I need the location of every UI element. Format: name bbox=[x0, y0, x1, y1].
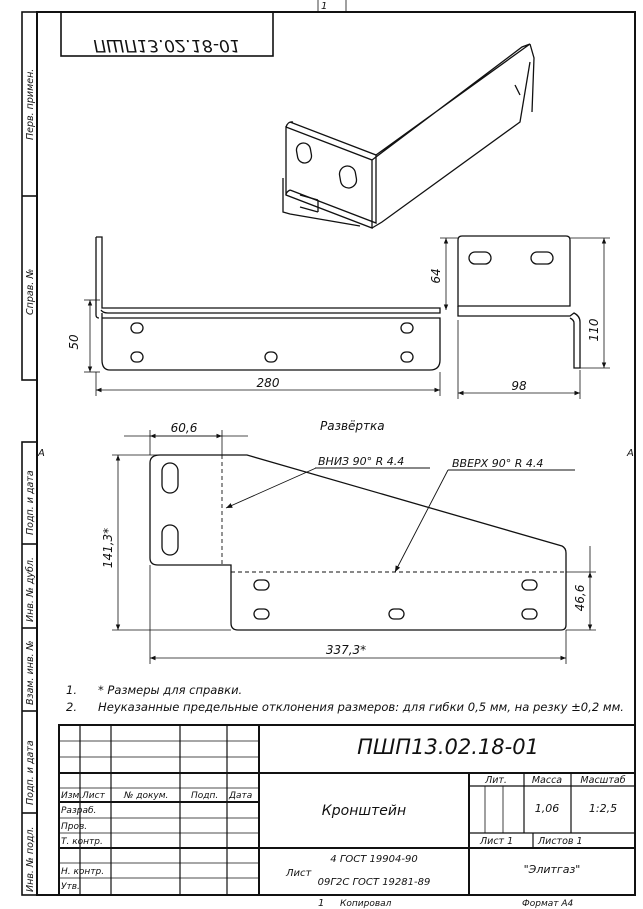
role-prov: Пров. bbox=[61, 822, 87, 832]
dim-141-3: 141,3* bbox=[101, 528, 115, 568]
dim-280: 280 bbox=[257, 376, 280, 390]
title-block bbox=[58, 724, 636, 896]
bend-up-label: ВВЕРХ 90° R 4.4 bbox=[452, 457, 543, 470]
note-2-num: 2. bbox=[66, 700, 77, 714]
side-label-podp2: Подп. и дата bbox=[25, 740, 36, 805]
side-label-sprav: Справ. № bbox=[25, 269, 36, 315]
dim-46-6: 46,6 bbox=[573, 584, 587, 611]
side-label-perv: Перв. примен. bbox=[25, 69, 36, 140]
role-razrab: Разраб. bbox=[61, 806, 96, 816]
side-strip bbox=[21, 11, 38, 896]
material-line1: 4 ГОСТ 19904-90 bbox=[330, 854, 417, 865]
dim-64: 64 bbox=[429, 268, 443, 283]
mass-header: Масса bbox=[532, 775, 562, 786]
front-view bbox=[95, 236, 441, 371]
material-line2: 09Г2С ГОСТ 19281-89 bbox=[318, 877, 431, 888]
company-name: "Элитгаз" bbox=[524, 863, 581, 876]
side-label-podp1: Подп. и дата bbox=[25, 470, 36, 535]
scale-header: Масштаб bbox=[580, 775, 625, 786]
role-utv: Утв. bbox=[61, 882, 80, 892]
unfold-view bbox=[149, 454, 567, 631]
top-number-box bbox=[60, 11, 274, 57]
role-tkontr: Т. контр. bbox=[61, 837, 103, 847]
sheets-label: Листов 1 bbox=[537, 836, 583, 847]
dimensions-unfold bbox=[112, 430, 596, 664]
side-label-inv-podl: Инв. № подл. bbox=[25, 826, 36, 892]
footer-page: 1 bbox=[318, 898, 324, 909]
header-list: Лист bbox=[81, 791, 106, 801]
section-mark-left: А bbox=[37, 448, 45, 459]
dimensions-top bbox=[84, 237, 610, 399]
scale-value: 1:2,5 bbox=[589, 802, 617, 815]
top-mirrored-number: ПШП13.02.18-01 bbox=[93, 35, 240, 55]
side-label-inv-dubl: Инв. № дубл. bbox=[25, 557, 36, 622]
role-nkontr: Н. контр. bbox=[61, 867, 104, 877]
sheet-frame bbox=[36, 11, 636, 896]
sheet-top-number: 1 bbox=[321, 1, 327, 12]
bend-down-label: ВНИЗ 90° R 4.4 bbox=[318, 455, 404, 468]
header-izm: Изм. bbox=[61, 791, 82, 801]
note-2-text: Неуказанные предельные отклонения размер… bbox=[98, 700, 624, 714]
drawing-number: ПШП13.02.18-01 bbox=[357, 735, 539, 759]
dim-110: 110 bbox=[587, 318, 601, 341]
unfold-label: Развёртка bbox=[320, 419, 385, 433]
side-view bbox=[457, 235, 581, 369]
lit-header: Лит. bbox=[484, 775, 507, 786]
header-podp: Подп. bbox=[191, 791, 218, 801]
sheet-label: Лист 1 bbox=[479, 836, 513, 847]
isometric-view bbox=[282, 43, 535, 229]
material-sheet: Лист bbox=[285, 868, 313, 879]
mass-value: 1,06 bbox=[535, 802, 560, 815]
dim-337-3: 337,3* bbox=[326, 643, 366, 657]
footer-format: Формат А4 bbox=[522, 899, 574, 909]
note-1-num: 1. bbox=[66, 683, 77, 697]
part-name: Кронштейн bbox=[322, 803, 406, 819]
dim-50: 50 bbox=[67, 334, 81, 350]
header-data: Дата bbox=[228, 791, 252, 801]
bend-leaders bbox=[225, 467, 575, 573]
footer-copied: Копировал bbox=[340, 899, 392, 909]
side-label-vzam: Взам. инв. № bbox=[25, 640, 36, 705]
dim-98: 98 bbox=[511, 379, 527, 393]
note-1-text: * Размеры для справки. bbox=[98, 683, 242, 697]
header-doc: № докум. bbox=[123, 791, 168, 801]
section-mark-right: А bbox=[626, 448, 634, 459]
dim-60-6: 60,6 bbox=[171, 421, 198, 435]
